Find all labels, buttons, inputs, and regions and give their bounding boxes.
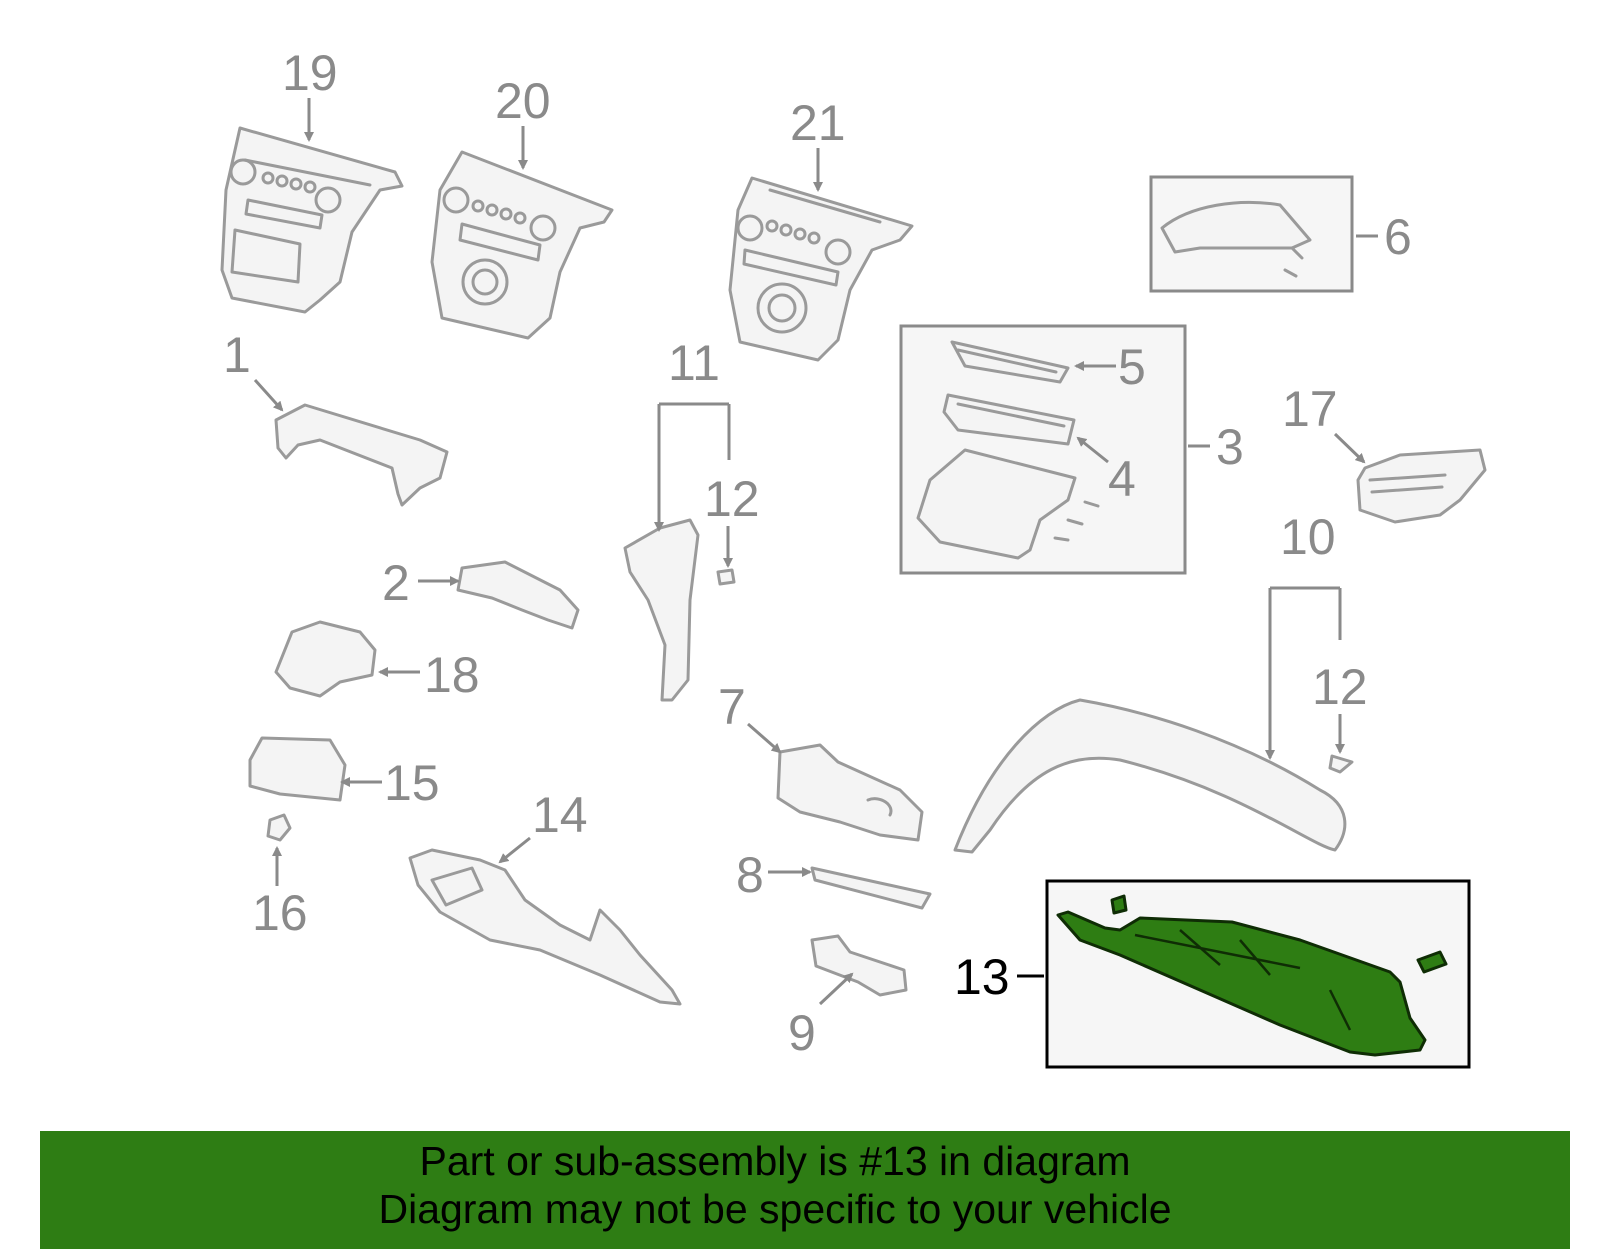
- part-11-trim[interactable]: [623, 518, 700, 702]
- callout-15: 15: [384, 755, 440, 811]
- callout-1: 1: [223, 327, 251, 383]
- part-4-tray[interactable]: [942, 393, 1076, 446]
- callout-7: 7: [718, 679, 746, 735]
- callout-14: 14: [532, 787, 588, 843]
- footer-line-1: Part or sub-assembly is #13 in diagram: [419, 1138, 1131, 1184]
- part-13-glove-box[interactable]: [1056, 894, 1448, 1057]
- callout-10: 10: [1280, 509, 1336, 565]
- leader-9: [818, 972, 854, 1006]
- callout-11: 11: [668, 335, 720, 391]
- part-2-bracket[interactable]: [456, 560, 580, 630]
- callout-13: 13: [954, 949, 1010, 1005]
- part-15-bracket[interactable]: [248, 736, 347, 802]
- callout-12b: 12: [1312, 659, 1368, 715]
- leader-4: [1076, 436, 1109, 464]
- callout-12a: 12: [704, 471, 760, 527]
- callout-8: 8: [736, 847, 764, 903]
- part-10-dash-trim[interactable]: [953, 698, 1347, 854]
- callout-4: 4: [1108, 451, 1136, 507]
- callout-19: 19: [282, 45, 338, 101]
- part-3-holder[interactable]: [916, 448, 1100, 560]
- callout-5: 5: [1118, 339, 1146, 395]
- parts-diagram: 19 20 21 6 5: [220, 45, 1487, 1069]
- part-8-strip[interactable]: [810, 866, 932, 910]
- callout-9: 9: [788, 1005, 816, 1061]
- part-16-clip[interactable]: [266, 813, 292, 842]
- leader-17: [1333, 432, 1366, 464]
- callout-17: 17: [1282, 381, 1338, 437]
- leader-1: [253, 378, 284, 412]
- callout-21: 21: [790, 95, 846, 151]
- part-12-clip-a[interactable]: [716, 568, 736, 586]
- leader-14: [498, 836, 531, 864]
- part-18-bracket[interactable]: [274, 620, 377, 698]
- part-9-bracket[interactable]: [810, 934, 908, 997]
- part-17-vent[interactable]: [1356, 448, 1487, 524]
- callout-6: 6: [1384, 209, 1412, 265]
- callout-3: 3: [1216, 419, 1244, 475]
- part-20-center-panel[interactable]: [430, 150, 614, 340]
- part-14-lower-panel[interactable]: [408, 848, 682, 1006]
- callout-20: 20: [495, 73, 551, 129]
- leader-10: [1268, 586, 1342, 730]
- part-12-clip-b[interactable]: [1328, 754, 1354, 774]
- part-6-lid[interactable]: [1160, 200, 1312, 278]
- part-1-bracket[interactable]: [274, 403, 449, 507]
- callout-16: 16: [252, 885, 308, 941]
- callout-18: 18: [424, 647, 480, 703]
- leader-7: [747, 722, 782, 754]
- part-5-tray[interactable]: [950, 340, 1070, 384]
- part-19-center-panel[interactable]: [220, 126, 404, 314]
- footer-banner: Part or sub-assembly is #13 in diagram D…: [40, 1131, 1570, 1249]
- part-7-bezel[interactable]: [776, 743, 924, 842]
- callout-2: 2: [382, 555, 410, 611]
- footer-line-2: Diagram may not be specific to your vehi…: [378, 1186, 1172, 1232]
- part-21-center-panel[interactable]: [728, 176, 914, 362]
